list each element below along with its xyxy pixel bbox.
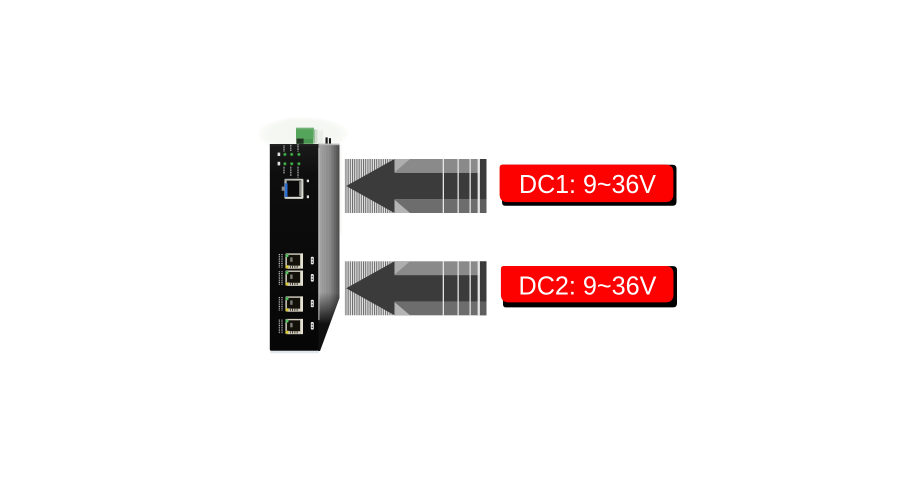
svg-text:DC1: 9~36V: DC1: 9~36V — [519, 169, 657, 199]
svg-text:DC2: 9~36V: DC2: 9~36V — [519, 270, 658, 300]
